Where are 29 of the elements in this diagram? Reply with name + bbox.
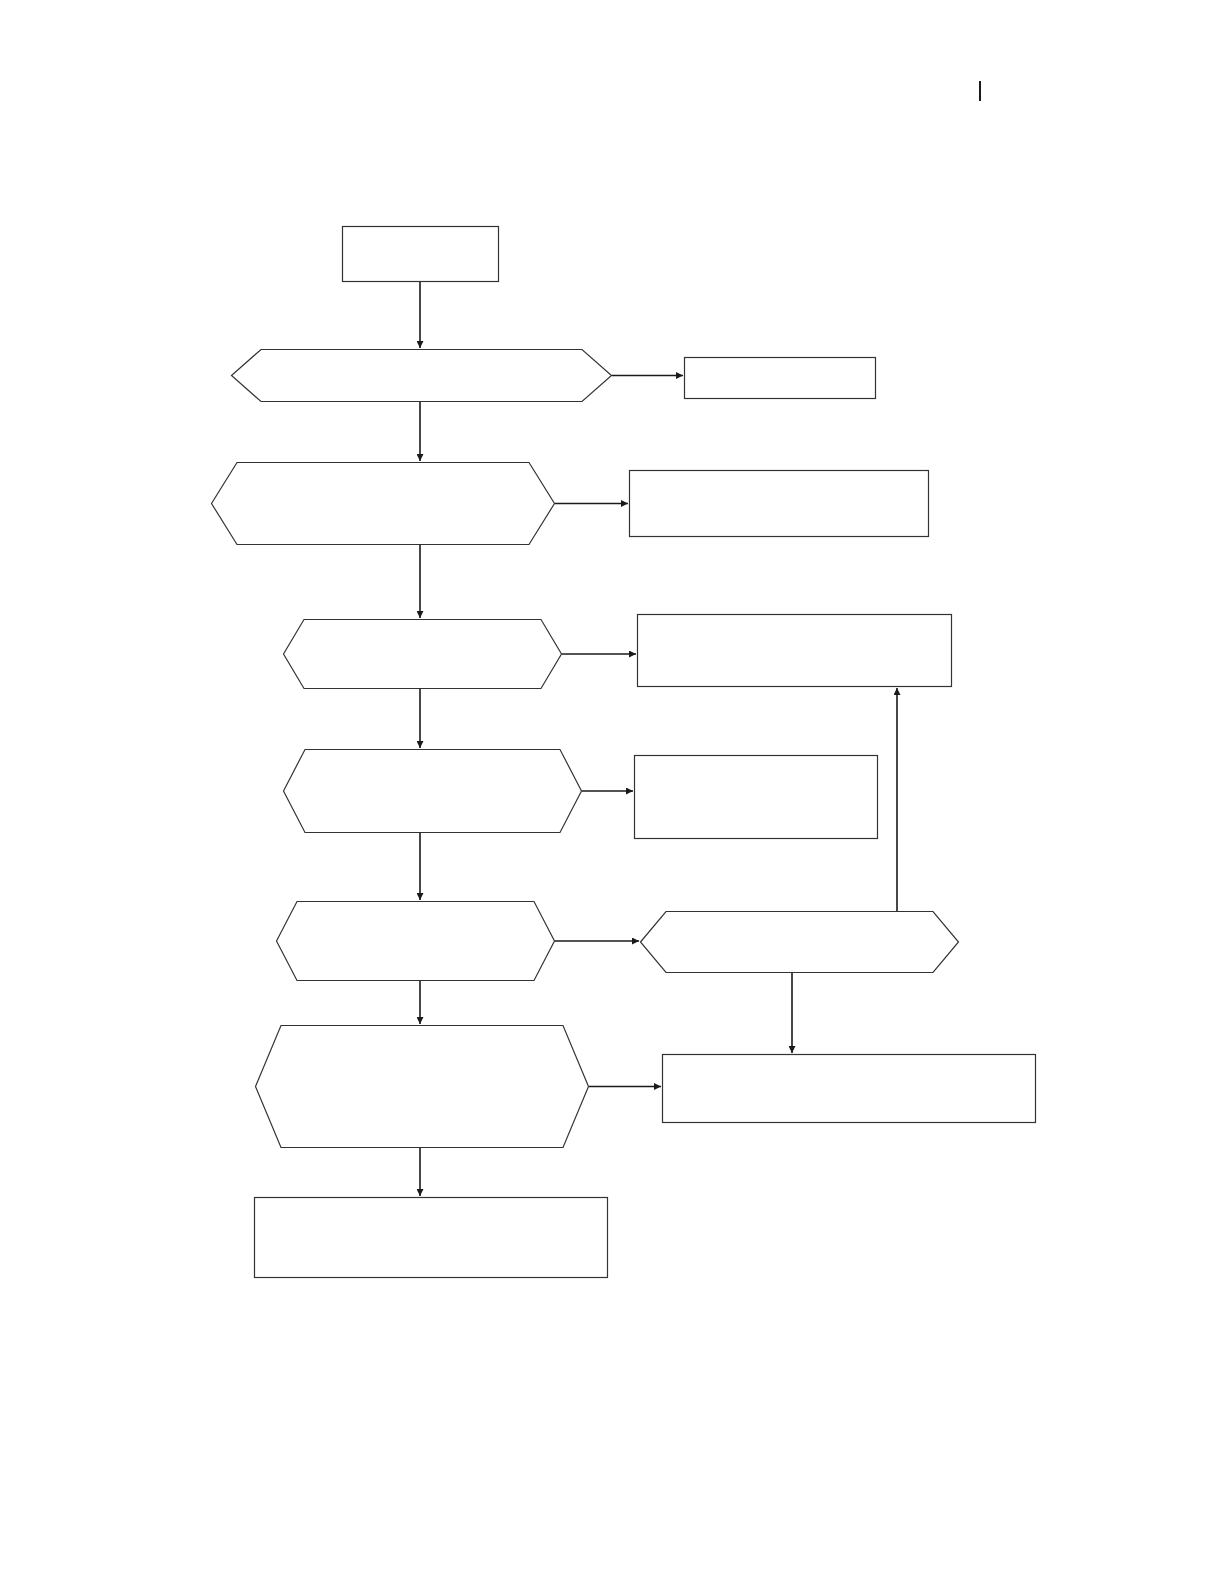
arrow: [416, 688, 424, 749]
arrow: [893, 687, 901, 912]
arrow: [416, 1147, 424, 1197]
arrow: [611, 372, 684, 379]
arrow: [416, 832, 424, 901]
arrow: [581, 787, 634, 795]
process-box: [629, 470, 929, 537]
hexagon-shape: [283, 749, 582, 833]
hexagon-shape: [640, 911, 959, 973]
hexagon-shape: [231, 349, 612, 402]
hexagon-shape: [283, 619, 562, 689]
hexagon-shape: [276, 901, 555, 981]
arrow: [416, 281, 424, 349]
arrow: [588, 1083, 662, 1090]
arrow: [416, 980, 424, 1025]
arrow: [554, 500, 629, 507]
process-box: [637, 614, 952, 687]
process-box: [342, 226, 499, 282]
process-box: [662, 1054, 1036, 1123]
arrow: [416, 544, 424, 619]
process-box: [634, 755, 878, 839]
arrow: [416, 401, 424, 462]
process-box: [254, 1197, 608, 1278]
hexagon-shape: [211, 462, 555, 545]
process-box: [684, 357, 876, 399]
arrow: [561, 650, 637, 658]
arrow: [788, 972, 796, 1054]
arrow: [554, 937, 640, 945]
hexagon-shape: [255, 1025, 589, 1148]
